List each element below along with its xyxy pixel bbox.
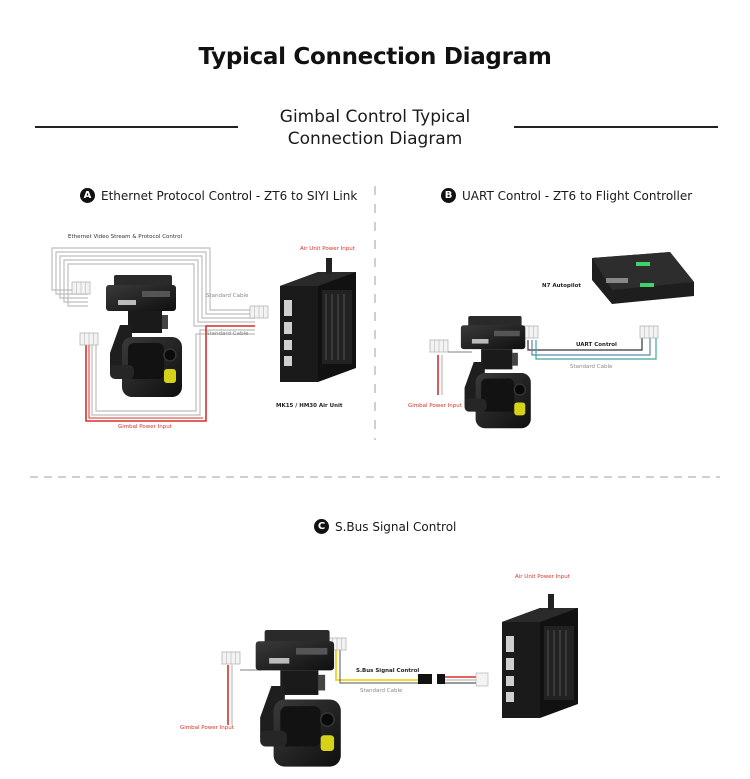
label-sbus-control: S.Bus Signal Control [356, 668, 420, 674]
label-a-gimbal-power: Gimbal Power Input [118, 424, 172, 430]
section-a-diagram [51, 247, 357, 422]
divider-left [35, 126, 238, 128]
autopilot-device [592, 252, 694, 304]
section-subtitle: Gimbal Control Typical Connection Diagra… [250, 106, 500, 150]
label-uart-control: UART Control [576, 342, 617, 348]
subtitle-line-1: Gimbal Control Typical [279, 107, 471, 127]
page-title: Typical Connection Diagram [198, 44, 552, 70]
section-c-diagram [221, 593, 579, 768]
subtitle-line-2: Connection Diagram [287, 129, 463, 149]
label-b-standard-cable: Standard Cable [570, 364, 613, 370]
label-b-gimbal-power: Gimbal Power Input [408, 403, 462, 409]
label-a-standard-cable-2: Standard Cable [206, 331, 249, 337]
section-b-title-text: UART Control - ZT6 to Flight Controller [462, 188, 693, 203]
label-air-unit: MK15 / HM30 Air Unit [276, 403, 343, 409]
label-autopilot: N7 Autopilot [542, 283, 582, 289]
vertical-dashed-separator [374, 186, 376, 440]
section-c-title-text: S.Bus Signal Control [335, 519, 457, 534]
label-c-air-power: Air Unit Power Input [515, 574, 570, 580]
badge-b-icon: B [441, 188, 456, 203]
divider-right [514, 126, 718, 128]
section-a-title: A Ethernet Protocol Control - ZT6 to SIY… [80, 188, 357, 203]
label-a-air-power: Air Unit Power Input [300, 246, 355, 252]
label-c-standard-cable: Standard Cable [360, 688, 403, 694]
badge-a-icon: A [80, 188, 95, 203]
label-ethernet-control: Ethernet Video Stream & Protocol Control [68, 234, 183, 240]
section-a-title-text: Ethernet Protocol Control - ZT6 to SIYI … [101, 188, 358, 203]
label-c-gimbal-power: Gimbal Power Input [180, 725, 234, 731]
section-b-diagram [429, 252, 694, 429]
horizontal-dashed-separator [30, 476, 720, 478]
section-b-title: B UART Control - ZT6 to Flight Controlle… [441, 188, 692, 203]
section-c-title: C S.Bus Signal Control [314, 519, 456, 534]
badge-c-icon: C [314, 519, 329, 534]
label-a-standard-cable-1: Standard Cable [206, 293, 249, 299]
